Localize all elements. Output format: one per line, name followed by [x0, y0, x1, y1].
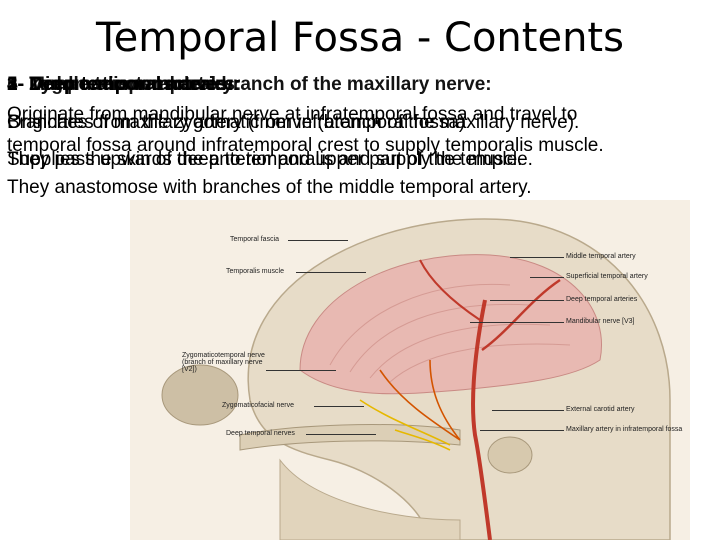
body-line: They pass upwards deep to temporalis and…: [7, 149, 533, 170]
label-deep-temporal-nerves: Deep temporal nerves: [226, 430, 295, 437]
body-line: Supplies the skin of the anterior and up…: [7, 149, 523, 170]
label-deep-temporal-arteries: Deep temporal arteries: [566, 296, 638, 303]
heading-4: 4- Middle temporal artery:: [7, 74, 240, 95]
body-line: Branches of maxillary artery (from infra…: [7, 112, 466, 133]
label-mandibular-nerve: Mandibular nerve [V3]: [566, 318, 635, 325]
skull-illustration: Temporal fascia Temporalis muscle Zygoma…: [130, 200, 690, 540]
body-line: temporal fossa around infratemporal cres…: [7, 135, 604, 156]
label-middle-temporal-artery: Middle temporal artery: [566, 253, 636, 260]
label-zygomaticofacial-nerve: Zygomaticofacial nerve: [222, 402, 294, 409]
anastomosis-note: They anastomose with branches of the mid…: [7, 177, 532, 198]
label-temporalis-muscle: Temporalis muscle: [226, 268, 284, 275]
label-zygomaticotemporal-nerve: Zygomaticotemporal nerve (branch of maxi…: [182, 352, 265, 373]
heading-3: 3- Deep temporal nerves:: [7, 74, 235, 95]
heading-5: 5- Zygomaticotemporal branch of the maxi…: [7, 74, 492, 95]
label-external-carotid-artery: External carotid artery: [566, 406, 635, 413]
label-maxillary-artery: Maxillary artery in infratemporal fossa: [566, 426, 683, 433]
body-line: Originates from the zygomatic nerve (bra…: [7, 112, 580, 133]
skull-drawing: [161, 218, 671, 540]
body-line: Originate from mandibular nerve at infra…: [7, 104, 578, 125]
heading-2: 2- Deep temporal arteries:: [7, 74, 242, 95]
heading-1: 1- Temporalis muscle:: [7, 74, 207, 95]
slide-title: Temporal Fossa - Contents: [96, 15, 624, 61]
label-temporal-fascia: Temporal fascia: [230, 236, 280, 243]
heading-stack: 1- Temporalis muscle: 2- Deep temporal a…: [7, 74, 713, 98]
label-superficial-temporal-artery: Superficial temporal artery: [566, 273, 648, 280]
body-stack: Originate from mandibular nerve at infra…: [7, 104, 713, 174]
